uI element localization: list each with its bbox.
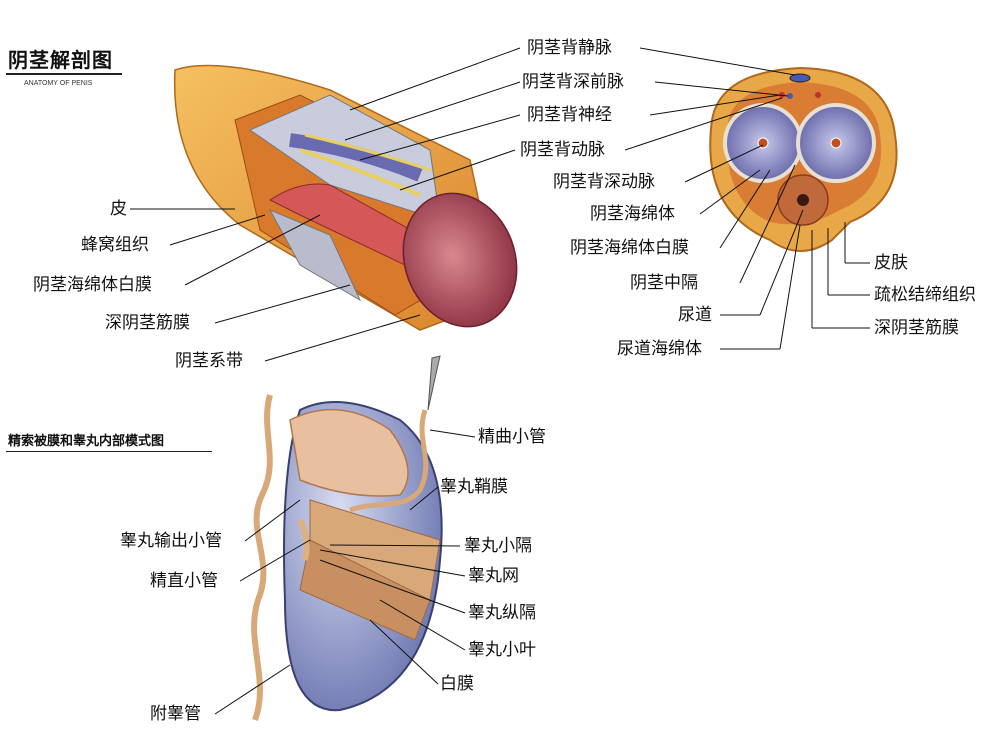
label-epididymal-duct: 附睾管 bbox=[150, 704, 201, 724]
label-tunica-albuginea-testis: 白膜 bbox=[440, 674, 474, 694]
testis-diagram-title: 精索被膜和睾丸内部模式图 bbox=[8, 434, 165, 449]
label-straight-tubule: 精直小管 bbox=[150, 571, 218, 591]
label-skin: 皮 bbox=[110, 199, 127, 219]
penis-anatomy-title: 阴茎解剖图 bbox=[8, 48, 113, 72]
testis-illustration bbox=[251, 355, 443, 722]
label-skin-cross: 皮肤 bbox=[874, 253, 908, 273]
label-frenulum: 阴茎系带 bbox=[175, 351, 243, 371]
label-septum: 阴茎中隔 bbox=[630, 273, 698, 293]
title-underline bbox=[6, 73, 122, 75]
leader-lines bbox=[130, 47, 870, 715]
label-corpus-spongiosum: 尿道海绵体 bbox=[617, 339, 702, 359]
penis-anatomy-subtitle: ANATOMY OF PENIS bbox=[24, 80, 93, 87]
label-seminiferous-tubule: 精曲小管 bbox=[478, 427, 546, 447]
label-tunica-vaginalis: 睾丸鞘膜 bbox=[440, 477, 508, 497]
label-areolar-tissue: 蜂窝组织 bbox=[81, 235, 149, 255]
label-mediastinum-testis: 睾丸纵隔 bbox=[468, 603, 536, 623]
label-dorsal-vein: 阴茎背静脉 bbox=[527, 38, 612, 58]
label-deep-fascia: 深阴茎筋膜 bbox=[105, 313, 190, 333]
penis-dissection-illustration bbox=[173, 64, 518, 331]
label-cavernosum-tunica: 阴茎海绵体白膜 bbox=[570, 238, 689, 258]
label-testis-lobule: 睾丸小叶 bbox=[468, 640, 536, 660]
label-deep-dorsal-vein: 阴茎背深前脉 bbox=[522, 72, 624, 92]
label-loose-connective-tissue: 疏松结缔组织 bbox=[874, 285, 976, 305]
label-deep-artery: 阴茎背深动脉 bbox=[553, 172, 655, 192]
title-underline bbox=[6, 451, 212, 452]
penis-cross-section-illustration bbox=[709, 66, 898, 252]
label-corpus-cavernosum: 阴茎海绵体 bbox=[590, 204, 675, 224]
label-rete-testis: 睾丸网 bbox=[468, 566, 519, 586]
label-septula-testis: 睾丸小隔 bbox=[464, 536, 532, 556]
label-tunica-albuginea: 阴茎海绵体白膜 bbox=[33, 275, 152, 295]
label-dorsal-nerve: 阴茎背神经 bbox=[527, 105, 612, 125]
label-deep-fascia-cross: 深阴茎筋膜 bbox=[874, 318, 959, 338]
label-efferent-ductules: 睾丸输出小管 bbox=[120, 531, 222, 551]
label-dorsal-artery: 阴茎背动脉 bbox=[520, 140, 605, 160]
label-urethra: 尿道 bbox=[678, 305, 712, 325]
